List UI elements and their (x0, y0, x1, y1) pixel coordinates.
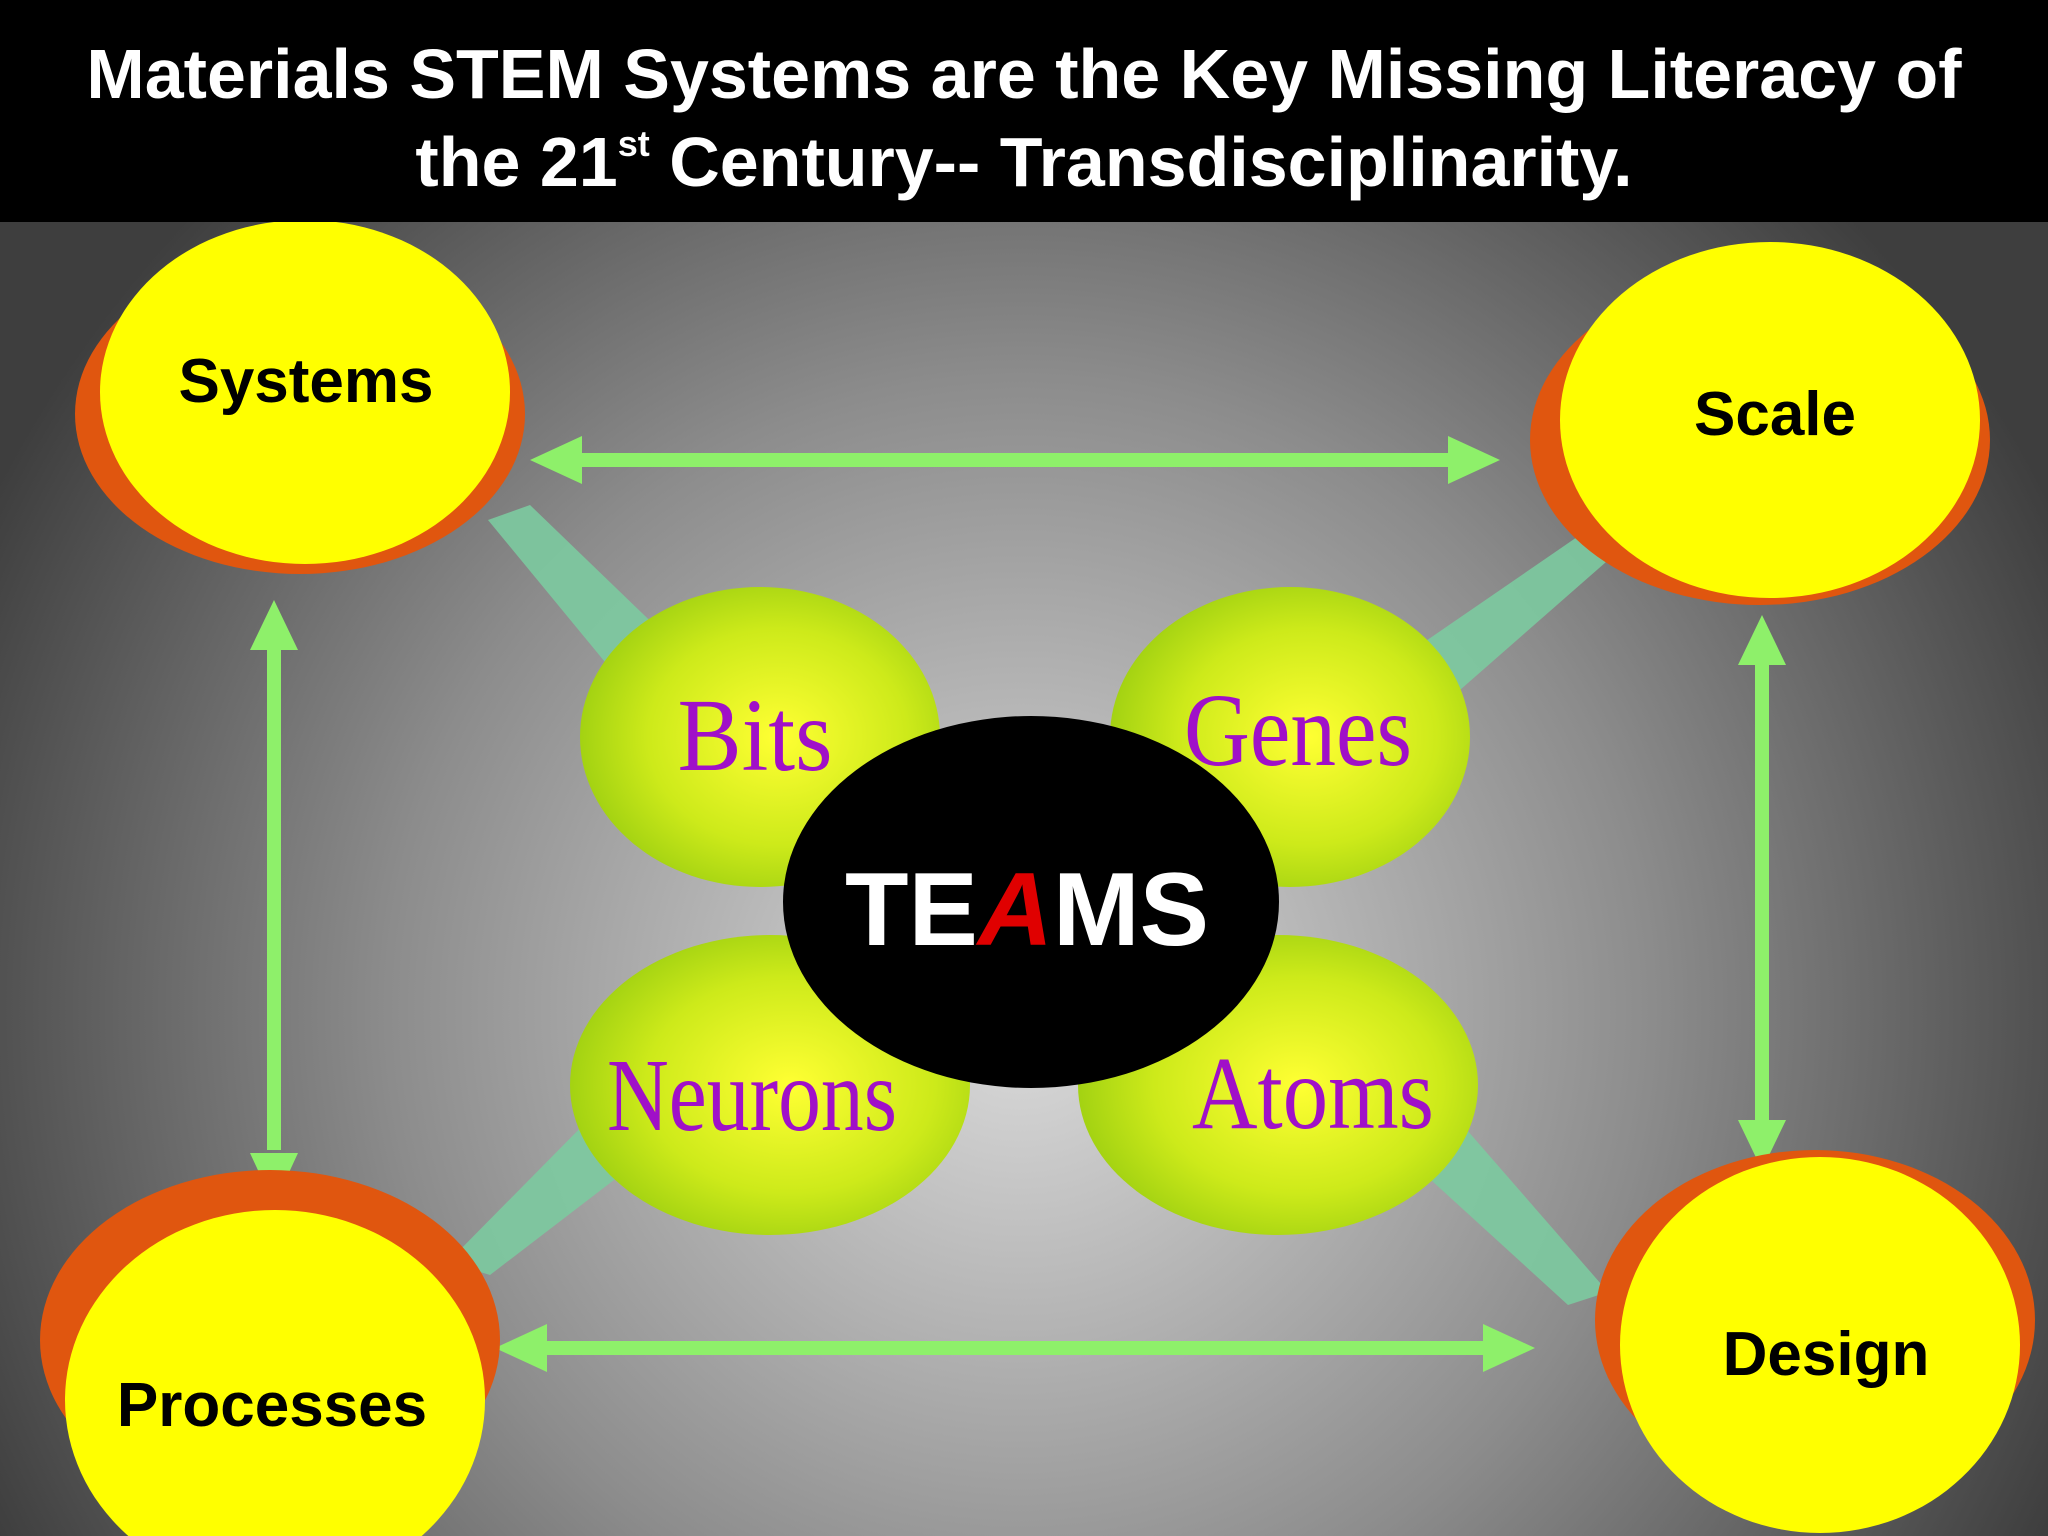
topic-label-bits: Bits (678, 678, 833, 793)
page-title-line1: Materials STEM Systems are the Key Missi… (86, 35, 1962, 113)
node-systems: Systems (75, 220, 525, 574)
topic-label-neurons: Neurons (607, 1038, 897, 1153)
arrow-systems-scale (530, 436, 1500, 484)
center-teams: TEAMS (783, 716, 1279, 1088)
connector-design-atoms (1420, 1122, 1608, 1305)
node-processes: Processes (40, 1170, 500, 1536)
topic-label-atoms: Atoms (1192, 1036, 1434, 1151)
title-bar: Materials STEM Systems are the Key Missi… (0, 0, 2048, 222)
node-label-processes: Processes (117, 1371, 427, 1440)
node-scale: Scale (1530, 242, 1990, 605)
arrow-processes-design (495, 1324, 1535, 1372)
connector-scale-genes (1420, 535, 1622, 690)
topic-label-genes: Genes (1184, 673, 1412, 788)
page-title-line2: the 21st Century-- Transdisciplinarity. (415, 123, 1633, 201)
arrow-scale-design (1738, 615, 1786, 1170)
arrows (250, 436, 1786, 1372)
center-teams-label: TEAMS (845, 852, 1209, 968)
node-label-scale: Scale (1694, 380, 1856, 449)
node-design: Design (1595, 1150, 2035, 1533)
node-label-systems: Systems (178, 347, 433, 416)
center-teams-highlight: A (975, 852, 1053, 968)
node-label-design: Design (1723, 1320, 1930, 1389)
